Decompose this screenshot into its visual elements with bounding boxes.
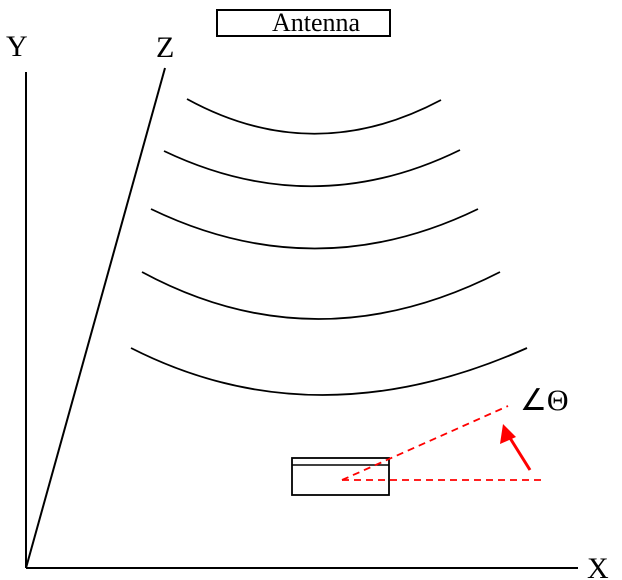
angle-label: ∠Θ bbox=[520, 384, 569, 417]
angle-arrow-head bbox=[500, 424, 516, 444]
wavefront-curve bbox=[150, 208, 479, 250]
receiver-box bbox=[291, 457, 390, 496]
angle-arrow-shaft bbox=[508, 437, 532, 471]
wavefront-curve bbox=[130, 347, 528, 396]
z-axis-label: Z bbox=[156, 31, 174, 64]
y-axis-label: Y bbox=[6, 30, 28, 63]
wavefront-curve bbox=[186, 98, 442, 135]
x-axis-label: X bbox=[587, 552, 609, 580]
antenna-label-box bbox=[216, 9, 391, 37]
wavefront-curve bbox=[163, 149, 461, 188]
wavefront-curve bbox=[141, 271, 501, 320]
z-axis bbox=[25, 67, 166, 569]
antenna-label: Antenna bbox=[272, 8, 361, 37]
angle-ray-inclined bbox=[341, 405, 509, 481]
